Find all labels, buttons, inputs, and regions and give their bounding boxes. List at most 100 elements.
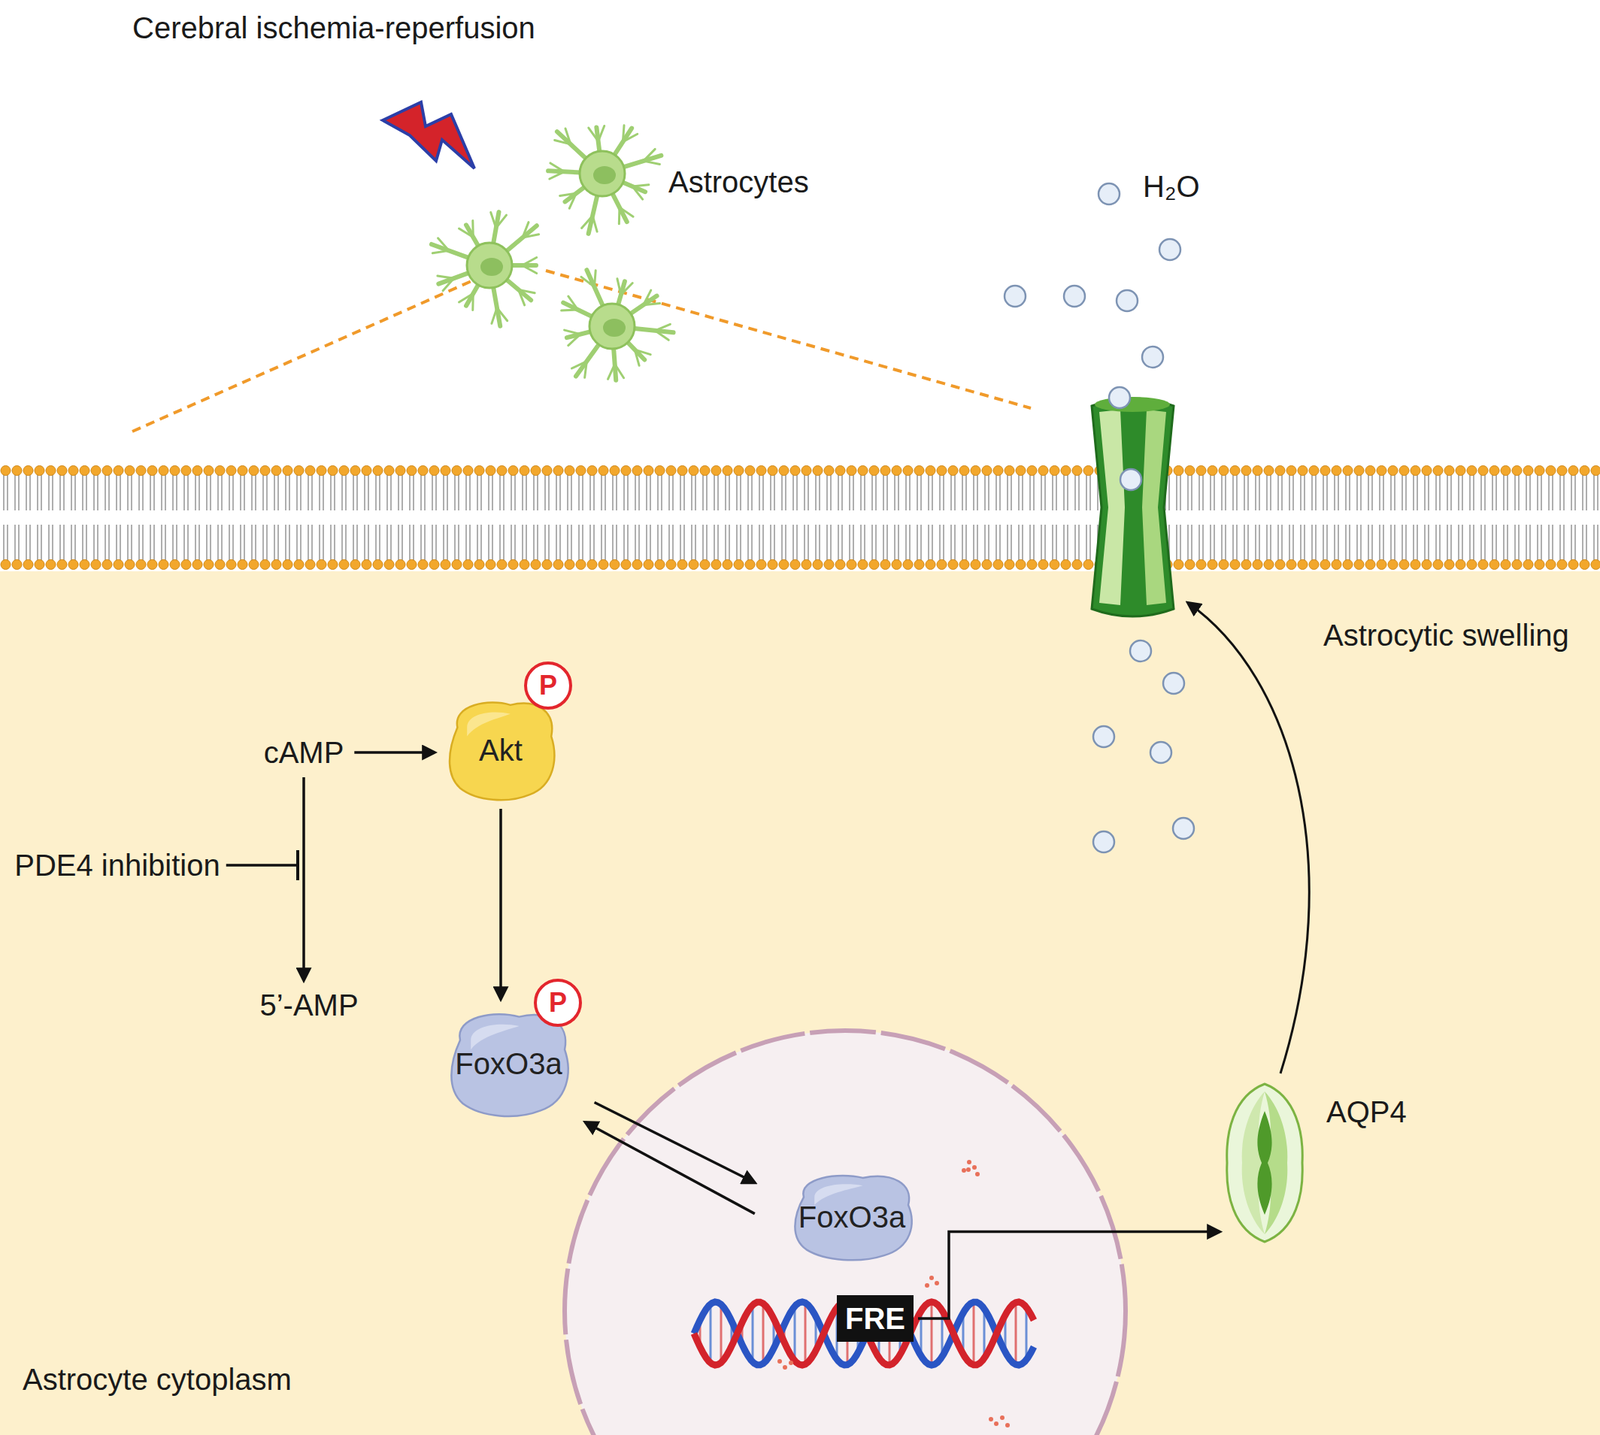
phospho-mark: P <box>524 661 573 710</box>
nuclear-dot <box>972 1165 977 1170</box>
protein-blob: Akt <box>440 693 561 807</box>
nuclear-dot <box>975 1172 980 1177</box>
astrocyte-branch <box>643 290 652 306</box>
connector <box>918 1232 1220 1319</box>
cell-membrane <box>0 463 1600 572</box>
zoom-line <box>545 270 1031 409</box>
astrocyte-branch <box>442 278 455 291</box>
blob-outline <box>794 1175 912 1261</box>
water-molecule <box>1004 285 1026 307</box>
membrane-channel <box>1091 396 1174 617</box>
base-pair <box>793 1306 797 1361</box>
astrocyte-branch <box>592 215 597 232</box>
node-label: AQP4 <box>1326 1094 1407 1130</box>
astrocyte-branch <box>643 148 655 161</box>
astrocyte <box>431 212 540 327</box>
astrocyte-branch <box>598 125 605 141</box>
water-molecule <box>1130 640 1152 662</box>
connector <box>354 751 435 755</box>
astrocyte-branch <box>471 220 475 237</box>
nuclear-dot <box>788 1360 794 1366</box>
base-pair <box>804 1303 807 1365</box>
astrocyte-branch <box>518 289 536 293</box>
astrocyte-branch <box>572 361 588 369</box>
nuclear-dot <box>993 1421 999 1427</box>
dna-helix <box>693 1302 1034 1366</box>
astrocyte-branch <box>581 215 594 228</box>
water-molecule <box>1098 183 1120 205</box>
nuclear-dot <box>1000 1415 1005 1421</box>
astrocyte-branch <box>615 363 625 378</box>
astrocyte-branch <box>619 207 634 217</box>
text-label: H₂O <box>1142 169 1200 204</box>
water-molecule <box>1172 818 1194 840</box>
astrocyte-branch <box>521 265 537 274</box>
astrocyte-branch <box>550 163 565 173</box>
astrocyte-branch <box>632 184 649 187</box>
text-label: Astrocytic swelling <box>1323 618 1570 653</box>
astrocyte-branch <box>490 212 497 229</box>
blob-highlight <box>471 1024 520 1051</box>
water-molecule <box>1093 831 1115 853</box>
astrocyte-branch <box>496 308 508 322</box>
astrocyte-body <box>579 151 625 197</box>
astrocyte <box>548 125 661 234</box>
blob-outline <box>451 1014 569 1117</box>
astrocyte-branch <box>618 207 622 225</box>
astrocyte-branch <box>568 334 581 346</box>
nuclear-dot <box>924 1283 930 1288</box>
base-pair <box>720 1304 723 1363</box>
astrocyte-branch <box>522 222 529 238</box>
astrocyte-branch <box>432 250 449 253</box>
astrocyte-branch <box>438 238 450 252</box>
nuclear-dot <box>777 1359 782 1364</box>
astrocyte-branch <box>459 228 474 237</box>
node-label: FoxO3a <box>798 1200 906 1235</box>
astrocyte-branch <box>643 160 661 164</box>
astrocyte-branch <box>594 270 597 288</box>
astrocyte-branch <box>564 330 581 335</box>
water-molecule <box>1109 387 1131 409</box>
text-label: Astrocyte cytoplasm <box>22 1362 292 1397</box>
astrocyte <box>561 269 674 381</box>
node-label: cAMP <box>263 736 345 770</box>
nuclear-dot <box>988 1417 994 1422</box>
astrocyte-nucleus <box>593 166 616 185</box>
water-molecule <box>1063 285 1085 307</box>
astrocyte-branch <box>654 324 670 331</box>
swelling-arrow <box>1187 603 1310 1074</box>
text-node: 5’-AMP <box>259 987 358 1023</box>
astrocyte-branch <box>584 361 588 379</box>
astrocyte-branch <box>622 133 637 142</box>
astrocyte-branch <box>561 309 579 311</box>
aquaporin-pore <box>1257 1111 1272 1216</box>
water-molecule <box>1120 469 1142 491</box>
base-pair <box>1015 1303 1018 1366</box>
base-pair <box>709 1304 713 1364</box>
base-pair <box>930 1302 934 1366</box>
astrocyte-branch <box>496 215 507 228</box>
astrocyte-nucleus <box>480 257 504 276</box>
node-label: FRE <box>845 1301 906 1337</box>
base-pair <box>1025 1307 1028 1361</box>
nuclear-dots <box>777 1160 1010 1428</box>
astrocyte-branch <box>522 234 540 238</box>
astrocyte-branch <box>632 186 643 200</box>
water-molecule <box>1163 672 1185 694</box>
base-pair <box>751 1305 755 1363</box>
text-label: Astrocytes <box>668 164 810 200</box>
node-label: PDE4 inhibition <box>14 848 221 882</box>
astrocyte-branch <box>568 296 579 310</box>
water-molecule <box>1159 239 1181 261</box>
dna-strand <box>693 1302 1034 1366</box>
water-molecule <box>1150 742 1172 764</box>
inhibition-bar <box>296 850 300 881</box>
connector <box>499 809 503 1000</box>
astrocyte-branch <box>518 289 525 305</box>
astrocyte-branch <box>521 257 537 266</box>
astrocyte-branch <box>588 127 599 142</box>
astrocyte-branch <box>617 278 622 295</box>
aquaporin-lobe <box>1264 1091 1288 1235</box>
nuclear-dot <box>961 1168 967 1173</box>
text-node: PDE4 inhibition <box>14 848 221 883</box>
